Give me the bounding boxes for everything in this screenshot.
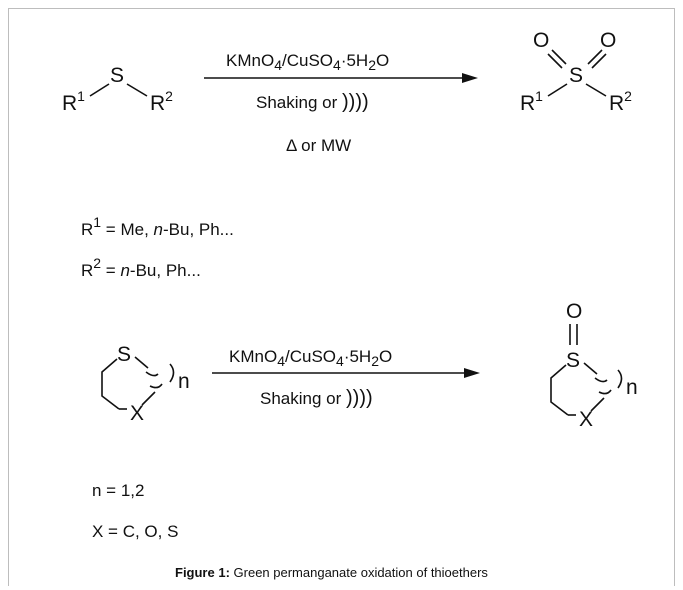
r2-label: R2 — [150, 88, 173, 115]
frame-left-border — [8, 8, 9, 586]
bond-s-r2 — [126, 83, 148, 97]
heteroatom-x: X — [130, 402, 144, 425]
reagent-label: KMnO4/CuSO4·5H2O — [229, 347, 392, 369]
sulfur-atom: S — [566, 349, 580, 372]
r1-definition: R1 = Me, n-Bu, Ph... — [81, 214, 234, 239]
bracket-right — [617, 369, 623, 389]
ring-bond-s-bracket — [134, 356, 149, 369]
oxygen-atom: O — [566, 300, 582, 323]
bond-r1-s — [547, 83, 568, 97]
sulfur-atom: S — [117, 343, 131, 366]
product-cyclic-sulfoxide: O S X n — [550, 300, 638, 431]
reactant-cyclic-thioether: S X n — [101, 343, 190, 425]
reactant-thioether: R1 S R2 — [62, 64, 173, 115]
frame-right-border — [674, 8, 675, 586]
ring-bond-x-bracket — [590, 397, 605, 412]
arrowhead — [462, 73, 478, 83]
n-definition: n = 1,2 — [92, 481, 144, 500]
substituent-definitions: R1 = Me, n-Bu, Ph... R2 = n-Bu, Ph... — [81, 214, 234, 280]
r2-definition: R2 = n-Bu, Ph... — [81, 255, 201, 280]
double-bond-left-a — [551, 49, 567, 65]
double-bond-left-b — [547, 53, 563, 69]
scheme-2: S X n KMnO4/CuSO4·5H2O Shaking or )))) O… — [101, 300, 638, 431]
oxygen-atom-left: O — [533, 29, 549, 52]
bond-s-r2 — [585, 83, 607, 97]
product-sulfone: O O S R1 R2 — [520, 29, 632, 115]
ring-bond-x-bracket — [141, 391, 156, 406]
repeat-count-n: n — [178, 370, 190, 393]
repeat-count-n: n — [626, 376, 638, 399]
double-bond-right-b — [591, 53, 607, 69]
bracket-right — [169, 363, 175, 383]
bracket-lower — [598, 389, 612, 395]
frame-top-border — [8, 8, 675, 9]
scheme-1: R1 S R2 KMnO4/CuSO4·5H2O Shaking or ))))… — [62, 29, 632, 155]
r2-label: R2 — [609, 88, 632, 115]
heteroatom-x: X — [579, 408, 593, 431]
x-definition: X = C, O, S — [92, 522, 178, 541]
bracket-upper — [145, 371, 159, 377]
arrowhead — [464, 368, 480, 378]
figure-caption: Figure 1: Green permanganate oxidation o… — [175, 565, 488, 580]
bond-r1-s — [89, 83, 110, 97]
ring-bonds-left — [101, 358, 120, 410]
variable-definitions: n = 1,2 X = C, O, S — [92, 481, 178, 541]
r1-label: R1 — [62, 88, 85, 115]
ring-bond-s-bracket — [583, 362, 598, 375]
bracket-upper — [594, 377, 608, 383]
condition-shaking-or-ultrasound: Shaking or )))) — [256, 91, 369, 113]
condition-heat-or-microwave: Δ or MW — [286, 136, 351, 155]
condition-shaking-or-ultrasound: Shaking or )))) — [260, 387, 373, 409]
bracket-lower — [149, 383, 163, 389]
ring-bonds-left — [550, 364, 569, 416]
reagent-label: KMnO4/CuSO4·5H2O — [226, 51, 389, 73]
sulfur-atom: S — [569, 64, 583, 87]
sulfur-atom: S — [110, 64, 124, 87]
double-bond-right-a — [587, 49, 603, 65]
oxygen-atom-right: O — [600, 29, 616, 52]
r1-label: R1 — [520, 88, 543, 115]
